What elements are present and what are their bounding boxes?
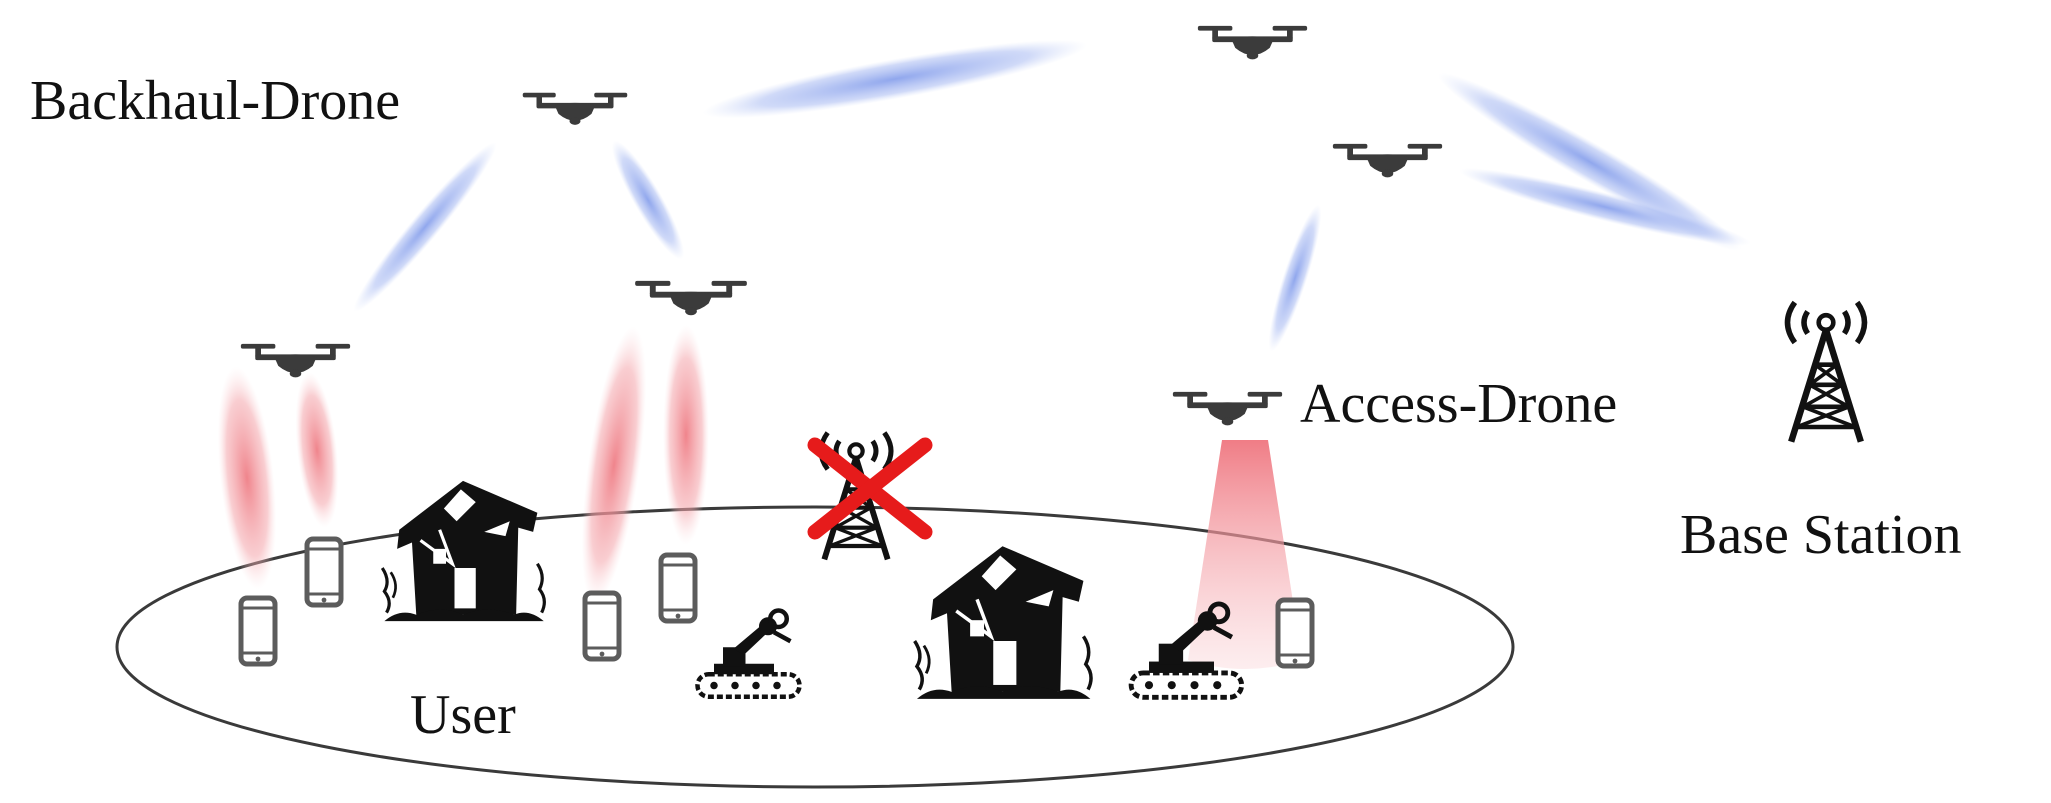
backhaul-link [353, 142, 497, 312]
access-beam [295, 372, 339, 528]
backhaul-link [611, 140, 685, 260]
access-beam [217, 366, 277, 590]
backhaul-link [1438, 72, 1742, 252]
smartphone-icon [241, 598, 275, 664]
drone-icon [1172, 391, 1283, 426]
drone-icon [240, 343, 351, 378]
cell-tower-icon [1788, 302, 1865, 441]
user-label: User [410, 684, 516, 746]
access-drone-label: Access-Drone [1300, 373, 1617, 435]
tracked-robot-icon [698, 611, 800, 697]
backhaul-link [1268, 204, 1322, 352]
backhaul-link [702, 39, 1088, 119]
backhaul-drone-label: Backhaul-Drone [30, 70, 400, 132]
disaster-area-ellipse [115, 505, 1515, 789]
access-beams [217, 325, 1302, 669]
drone-icon [635, 280, 747, 316]
drone-icon [522, 92, 628, 125]
backhaul-link [1459, 168, 1751, 246]
smartphone-icon [307, 539, 341, 605]
access-beam [581, 326, 647, 604]
access-beam-cone [1188, 440, 1302, 669]
base-station-label: Base Station [1680, 504, 1962, 566]
drone-icon [1197, 25, 1308, 60]
user-devices [241, 539, 1312, 666]
damaged-building-icon [912, 544, 1093, 701]
smartphone-icon [585, 593, 619, 659]
access-beam [663, 325, 709, 545]
drone-icon [1332, 143, 1443, 178]
red-x-icon [807, 437, 933, 540]
backhaul-links [353, 39, 1751, 352]
smartphone-icon [1278, 600, 1312, 666]
smartphone-icon [661, 555, 695, 621]
damaged-building-icon [380, 479, 546, 623]
